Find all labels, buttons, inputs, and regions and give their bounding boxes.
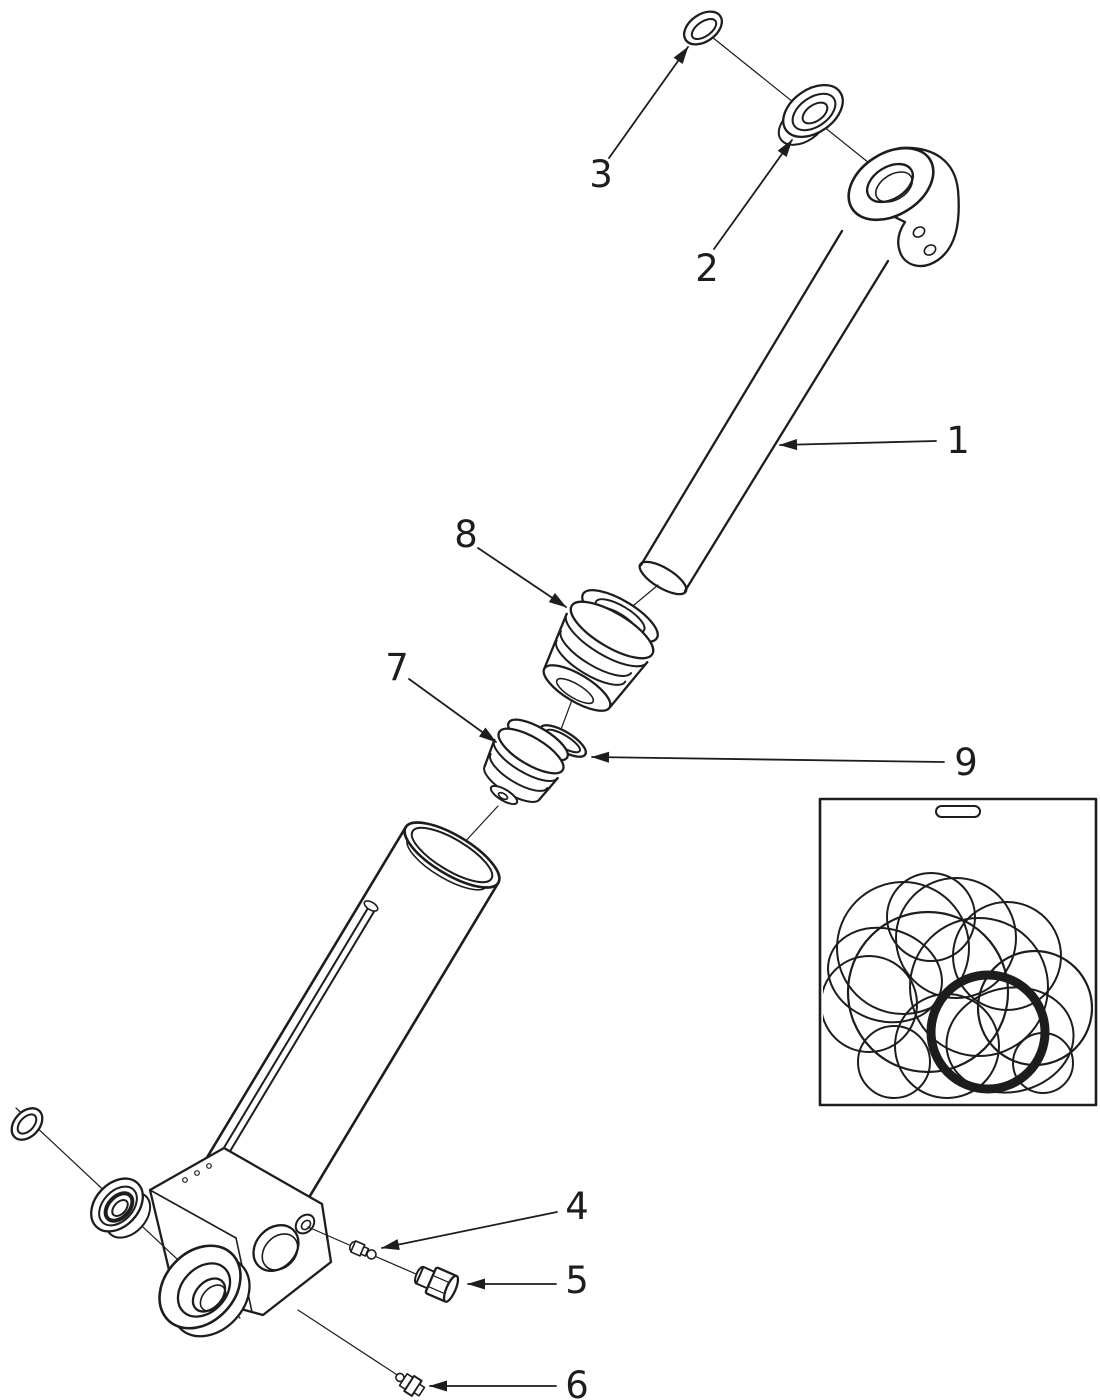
seal-kit-bag — [818, 797, 1098, 1107]
o-ring-upper — [682, 10, 724, 46]
callout-2-label: 2 — [695, 247, 719, 290]
tube-end-fitting — [363, 900, 379, 912]
block-detail-hole — [182, 1177, 188, 1183]
hydraulic-tube — [218, 900, 379, 1161]
bag-hang-slot — [935, 805, 981, 818]
leader-line-8 — [477, 547, 567, 608]
callout-1-label: 1 — [946, 419, 970, 462]
callout-8-label: 8 — [454, 513, 478, 556]
callout-leaders — [381, 46, 945, 1392]
cylinder-head-gland — [542, 589, 659, 712]
pivot-bushing-lower — [90, 1177, 152, 1239]
port-boss — [294, 1213, 316, 1235]
leader-line-2 — [713, 139, 793, 250]
callout-9-label: 9 — [954, 741, 978, 784]
base-eye-hole — [252, 1224, 300, 1272]
callout-6-label: 6 — [565, 1364, 589, 1400]
o-ring-lower — [10, 1107, 44, 1141]
block-detail-hole — [206, 1163, 212, 1169]
thick-seal-ring — [926, 970, 1050, 1094]
leader-line-1 — [779, 439, 937, 451]
leader-line-7 — [408, 678, 497, 743]
pivot-bushing-upper — [777, 83, 844, 146]
callout-3-label: 3 — [589, 153, 613, 196]
clevis-bolt-hole — [912, 226, 926, 238]
rod-clevis-head — [847, 146, 960, 268]
piston-rod — [638, 229, 890, 596]
callout-5-label: 5 — [565, 1259, 589, 1302]
pivot-bearing-lower — [158, 1244, 251, 1338]
grease-fitting — [395, 1372, 426, 1397]
callout-7-label: 7 — [385, 646, 409, 689]
leader-line-4 — [381, 1211, 558, 1250]
clevis-eye-hole — [866, 162, 914, 204]
callout-labels: 1 2 3 4 5 6 7 8 9 — [385, 153, 978, 1400]
hex-plug — [414, 1265, 460, 1303]
piston — [483, 718, 569, 806]
bleed-fitting — [348, 1240, 377, 1260]
block-detail-hole — [194, 1170, 200, 1176]
leader-line-3 — [608, 46, 689, 159]
seal-kit-rings — [823, 872, 1093, 1099]
callout-4-label: 4 — [565, 1185, 589, 1228]
leader-line-9 — [591, 751, 945, 763]
clevis-bolt-hole — [923, 244, 937, 256]
